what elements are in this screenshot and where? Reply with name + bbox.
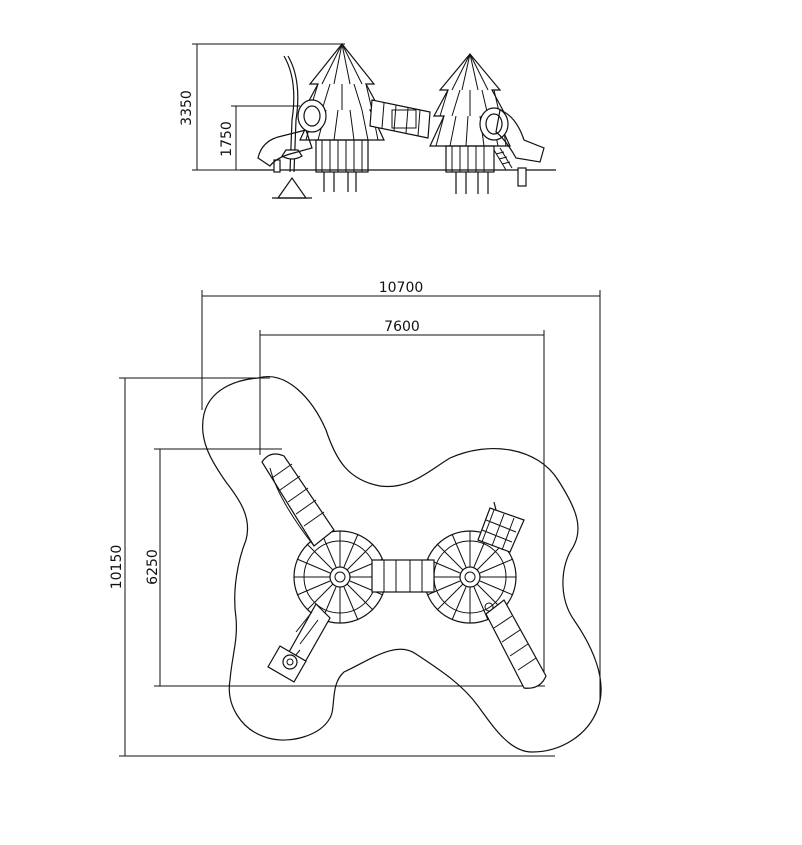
dimension-label-1750: 1750 bbox=[219, 121, 235, 157]
dimension-label-7600: 7600 bbox=[384, 319, 420, 335]
tree-tower-left bbox=[297, 43, 385, 192]
tube-slide-upper-left bbox=[261, 453, 335, 547]
tunnel-bridge bbox=[369, 99, 431, 139]
dimension-width-equipment: 7600 bbox=[259, 319, 545, 676]
dimension-label-6250: 6250 bbox=[145, 549, 161, 585]
safety-zone-outline bbox=[202, 376, 602, 753]
dimension-label-10700: 10700 bbox=[379, 280, 424, 296]
plan-view: 10700 7600 10150 6250 bbox=[109, 280, 602, 757]
dimension-width-total: 10700 bbox=[201, 280, 601, 700]
ladder-right bbox=[493, 147, 527, 187]
dimension-height-platform: 1750 bbox=[219, 105, 300, 170]
slide-lower-left bbox=[267, 603, 331, 683]
tunnel-plan bbox=[371, 559, 435, 593]
elevation-view: 3350 1750 bbox=[179, 43, 556, 199]
dimension-label-3350: 3350 bbox=[179, 90, 195, 126]
tree-tower-right bbox=[429, 53, 511, 194]
tube-slide-lower-right bbox=[485, 599, 547, 689]
dimension-label-10150: 10150 bbox=[109, 545, 125, 590]
climbing-net-upper-right bbox=[477, 501, 525, 553]
dimension-depth-total: 10150 bbox=[109, 377, 555, 757]
dimension-depth-equipment: 6250 bbox=[145, 448, 545, 687]
dimension-height-total: 3350 bbox=[179, 43, 345, 171]
